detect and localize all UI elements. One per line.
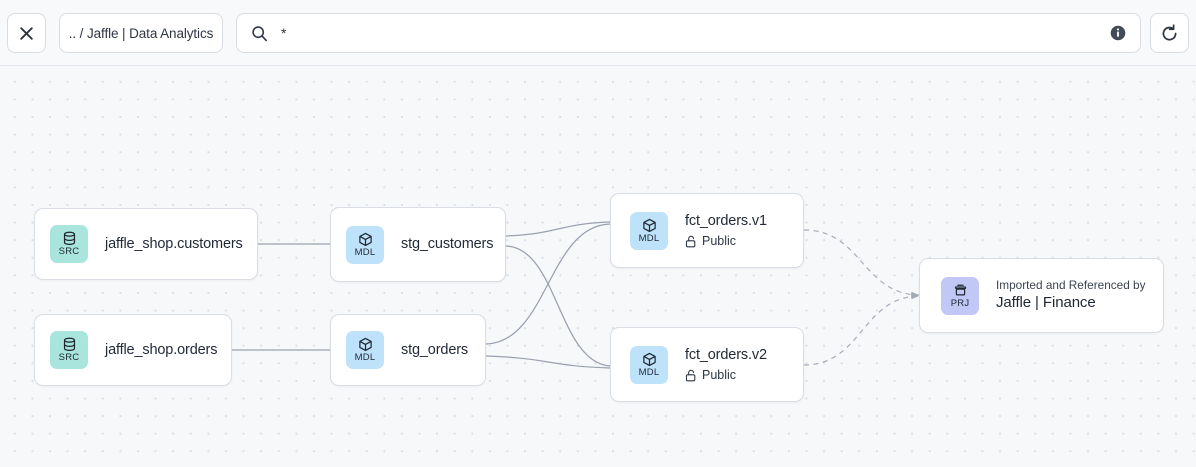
edge-stg-orders-fct-v1 (485, 223, 611, 345)
node-body: jaffle_shop.orders (105, 341, 217, 359)
node-title: fct_orders.v1 (685, 213, 767, 230)
node-body: stg_customers (401, 235, 493, 253)
cube-icon (358, 232, 372, 246)
node-fct-orders-v2[interactable]: MDL fct_orders.v2 Public (610, 327, 804, 402)
unlock-icon (685, 235, 696, 247)
badge-label: MDL (354, 246, 376, 258)
edge-fct-v2-prj (803, 292, 920, 366)
cube-icon (358, 338, 372, 352)
node-title: Jaffle | Finance (996, 294, 1096, 312)
badge-mdl: MDL (346, 225, 384, 264)
node-title: jaffle_shop.customers (105, 235, 243, 252)
edge-layer (232, 221, 920, 369)
breadcrumb[interactable]: .. / Jaffle | Data Analytics (59, 13, 223, 53)
node-visibility-label: Public (702, 367, 737, 382)
search-icon-wrapper (251, 25, 268, 42)
node-visibility-label: Public (702, 233, 737, 248)
node-src-customers[interactable]: SRC jaffle_shop.customers (34, 208, 258, 280)
node-title: jaffle_shop.orders (105, 341, 218, 358)
edge-stg-customers-fct-v2 (505, 245, 611, 367)
database-icon (63, 337, 75, 352)
node-visibility: Public (685, 368, 767, 383)
unlock-icon-wrapper (685, 235, 697, 248)
search-value[interactable]: * (281, 25, 287, 41)
cube-icon (642, 218, 656, 232)
badge-mdl: MDL (346, 331, 384, 369)
badge-src: SRC (50, 225, 88, 263)
badge-label: PRJ (950, 297, 970, 309)
badge-src: SRC (50, 331, 88, 369)
unlock-icon-wrapper (685, 369, 697, 382)
database-icon (63, 231, 75, 246)
edge-stg-orders-fct-v2 (485, 355, 611, 369)
node-body: fct_orders.v2 Public (685, 346, 767, 382)
info-icon[interactable] (1110, 25, 1126, 41)
cube-icon (642, 352, 656, 366)
close-icon (20, 26, 33, 40)
badge-label: SRC (58, 352, 80, 364)
badge-prj: PRJ (941, 276, 979, 315)
badge-mdl: MDL (630, 345, 668, 384)
info-icon-wrapper[interactable] (1110, 25, 1126, 41)
breadcrumb-label: .. / Jaffle | Data Analytics (68, 25, 214, 41)
edge-fct-v1-prj (803, 229, 920, 299)
badge-label: MDL (638, 232, 660, 244)
badge-label: MDL (638, 366, 660, 378)
node-title: stg_customers (401, 236, 494, 253)
node-body: fct_orders.v1 Public (685, 212, 767, 248)
search-input[interactable]: * (236, 13, 1141, 53)
node-title: fct_orders.v2 (685, 347, 767, 364)
graph-canvas[interactable]: SRC jaffle_shop.customers SRC jaffle_sho… (0, 66, 1196, 467)
node-title: stg_orders (401, 341, 469, 358)
badge-label: MDL (354, 352, 376, 364)
close-button[interactable] (7, 13, 46, 53)
node-kicker: Imported and Referenced by (996, 277, 1146, 292)
node-fct-orders-v1[interactable]: MDL fct_orders.v1 Public (610, 193, 804, 268)
node-body: stg_orders (401, 341, 468, 359)
badge-label: SRC (58, 246, 80, 258)
node-project-jaffle-finance[interactable]: PRJ Imported and Referenced by Jaffle | … (919, 258, 1164, 333)
node-visibility: Public (685, 234, 767, 249)
unlock-icon (685, 369, 696, 381)
node-stg-orders[interactable]: MDL stg_orders (330, 314, 486, 386)
search-icon (252, 25, 268, 41)
toolbar: .. / Jaffle | Data Analytics * (0, 0, 1196, 66)
node-stg-customers[interactable]: MDL stg_customers (330, 207, 506, 282)
refresh-icon (1162, 23, 1177, 41)
badge-mdl: MDL (630, 211, 668, 250)
node-src-orders[interactable]: SRC jaffle_shop.orders (34, 314, 232, 386)
node-body: jaffle_shop.customers (105, 235, 243, 253)
project-icon (954, 284, 966, 296)
refresh-button[interactable] (1150, 13, 1189, 53)
node-body: Imported and Referenced by Jaffle | Fina… (996, 278, 1146, 313)
edge-stg-customers-fct-v1 (505, 221, 611, 237)
